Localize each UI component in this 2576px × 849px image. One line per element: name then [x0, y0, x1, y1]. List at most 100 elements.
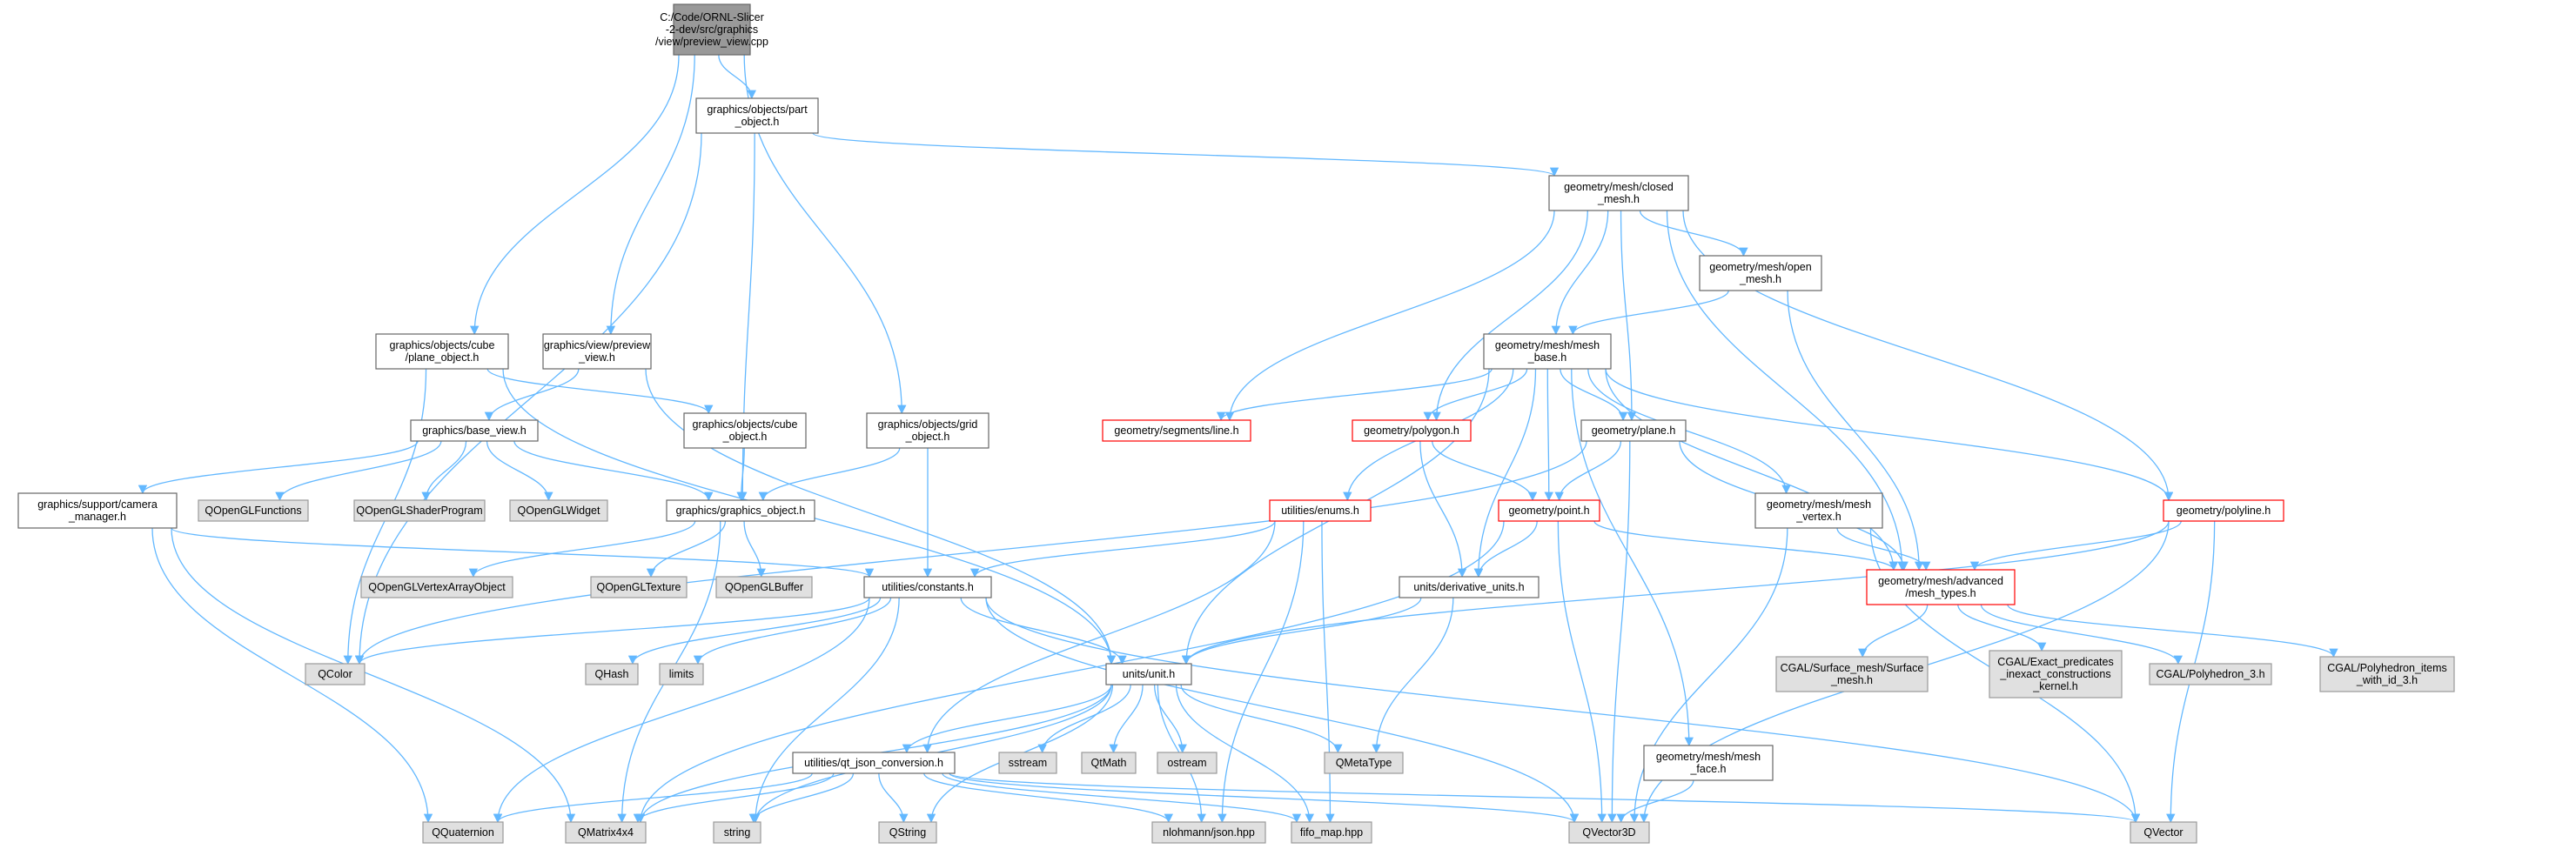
- node-label-line: geometry/mesh/open: [1709, 261, 1811, 273]
- node-mesh_base[interactable]: geometry/mesh/mesh_base.h: [1483, 333, 1612, 370]
- edge-closed_mesh-to-line: [1224, 210, 1555, 422]
- edge-qt_json-to-fifo_map: [942, 772, 1302, 824]
- node-line[interactable]: geometry/segments/line.h: [1102, 419, 1251, 442]
- node-open_mesh[interactable]: geometry/mesh/open_mesh.h: [1699, 255, 1822, 291]
- edge-camera_manager-to-constants: [171, 527, 874, 578]
- node-label-line: QColor: [318, 668, 352, 680]
- node-cube_plane[interactable]: graphics/objects/cube/plane_object.h: [375, 333, 509, 370]
- node-box: [410, 419, 539, 442]
- edge-plane-to-QColor: [354, 440, 1587, 665]
- node-mesh_vertex[interactable]: geometry/mesh/mesh_vertex.h: [1754, 492, 1883, 529]
- node-graphics_object[interactable]: graphics/graphics_object.h: [666, 499, 815, 522]
- node-label-line: graphics/base_view.h: [422, 424, 527, 437]
- node-unit[interactable]: units/unit.h: [1105, 663, 1192, 685]
- node-label-line: units/derivative_units.h: [1413, 581, 1524, 593]
- edge-mesh_base-to-polyline: [1605, 368, 2174, 502]
- node-label-line: graphics/support/camera: [37, 498, 158, 511]
- node-root[interactable]: C:/Code/ORNL-Slicer-2-dev/src/graphics/v…: [655, 3, 768, 56]
- node-mesh_face[interactable]: geometry/mesh/mesh_face.h: [1643, 745, 1774, 781]
- edge-point-to-QVector3D: [1557, 520, 1607, 824]
- node-label-line: QMetaType: [1336, 757, 1392, 769]
- node-cube_object[interactable]: graphics/objects/cube_object.h: [683, 412, 807, 449]
- edge-mesh_vertex-to-mesh_types: [1836, 527, 1931, 572]
- node-enums[interactable]: utilities/enums.h: [1269, 499, 1372, 522]
- node-camera_manager[interactable]: graphics/support/camera_manager.h: [17, 492, 178, 529]
- node-box: [542, 333, 652, 370]
- node-point[interactable]: geometry/point.h: [1498, 499, 1600, 522]
- node-box: [863, 576, 992, 598]
- node-label-line: fifo_map.hpp: [1300, 826, 1363, 839]
- node-polygon[interactable]: geometry/polygon.h: [1352, 419, 1472, 442]
- node-label-line: -2-dev/src/graphics: [666, 23, 758, 36]
- node-label-line: _face.h: [1689, 763, 1726, 775]
- node-box: [305, 663, 366, 685]
- node-box: [590, 576, 688, 598]
- node-label-line: geometry/segments/line.h: [1114, 424, 1238, 437]
- node-base_view[interactable]: graphics/base_view.h: [410, 419, 539, 442]
- node-closed_mesh[interactable]: geometry/mesh/closed_mesh.h: [1548, 175, 1689, 211]
- edge-mesh_base-to-mesh_face: [1571, 368, 1694, 747]
- node-label-line: graphics/objects/part: [707, 104, 808, 116]
- edge-plane-to-QVector3D: [1607, 440, 1631, 824]
- node-constants[interactable]: utilities/constants.h: [863, 576, 992, 598]
- node-label-line: CGAL/Exact_predicates: [1997, 656, 2113, 668]
- node-label-line: geometry/mesh/mesh: [1767, 498, 1871, 511]
- edge-mesh_base-to-derivative_units: [1473, 368, 1537, 578]
- edge-mesh_base-to-line: [1217, 368, 1493, 422]
- node-box: [375, 333, 509, 370]
- node-label-line: graphics/graphics_object.h: [676, 505, 806, 517]
- node-sstream: sstream: [998, 752, 1057, 774]
- node-QQuaternion: QQuaternion: [422, 821, 504, 844]
- node-mesh_types[interactable]: geometry/mesh/advanced/mesh_types.h: [1866, 569, 2016, 605]
- edge-closed_mesh-to-mesh_types: [1666, 210, 1907, 572]
- node-label-line: geometry/polyline.h: [2177, 505, 2271, 517]
- node-plane[interactable]: geometry/plane.h: [1580, 419, 1687, 442]
- node-box: [1580, 419, 1687, 442]
- edge-mesh_base-to-plane: [1560, 368, 1628, 422]
- node-label-line: CGAL/Surface_mesh/Surface: [1781, 662, 1924, 674]
- node-label-line: QOpenGLTexture: [596, 581, 681, 593]
- node-part_object[interactable]: graphics/objects/part_object.h: [695, 97, 819, 134]
- edge-base_view-to-camera_manager: [138, 440, 419, 495]
- edge-closed_mesh-to-polygon: [1432, 210, 1588, 422]
- node-QOpenGLShaderProgram: QOpenGLShaderProgram: [353, 499, 486, 522]
- node-label-line: graphics/view/preview: [544, 339, 651, 351]
- node-label-line: geometry/polygon.h: [1364, 424, 1459, 437]
- node-preview_view_h[interactable]: graphics/view/preview_view.h: [542, 333, 652, 370]
- edge-constants-to-QColor: [354, 597, 870, 665]
- edge-enums-to-qt_json: [922, 520, 1276, 754]
- node-box: [17, 492, 178, 529]
- node-box: [866, 412, 989, 449]
- node-box: [1548, 175, 1689, 211]
- node-box: [2130, 821, 2197, 844]
- node-box: [585, 663, 639, 685]
- node-box: [565, 821, 647, 844]
- node-label-line: /view/preview_view.cpp: [655, 36, 768, 48]
- edge-graphics_object-to-QOpenGLVertexArrayObject: [468, 520, 696, 578]
- node-qt_json[interactable]: utilities/qt_json_conversion.h: [792, 752, 956, 774]
- node-derivative_units[interactable]: units/derivative_units.h: [1399, 576, 1540, 598]
- node-label-line: _object.h: [735, 116, 780, 128]
- edge-mesh_types-to-polyhedron_items: [2007, 604, 2338, 658]
- node-box: [1483, 333, 1612, 370]
- edge-polygon-to-point: [1432, 440, 1538, 502]
- node-label-line: _manager.h: [68, 511, 126, 523]
- node-label-line: _with_id_3.h: [2356, 674, 2418, 686]
- node-box: [666, 499, 815, 522]
- edge-mesh_face-to-QVector3D: [1616, 779, 1694, 824]
- node-box: [715, 576, 813, 598]
- node-QMetaType: QMetaType: [1324, 752, 1404, 774]
- edge-base_view-to-graphics_object: [513, 440, 714, 502]
- node-polyline[interactable]: geometry/polyline.h: [2163, 499, 2284, 522]
- edge-constants-to-unit: [960, 597, 1127, 665]
- edge-constants-to-QVector3D: [985, 597, 1580, 824]
- node-box: [1775, 656, 1929, 692]
- node-grid_object[interactable]: graphics/objects/grid_object.h: [866, 412, 989, 449]
- node-label-line: utilities/enums.h: [1281, 505, 1359, 517]
- node-box: [2319, 656, 2455, 692]
- edge-plane-to-point: [1554, 440, 1622, 502]
- node-box: [198, 499, 309, 522]
- edge-open_mesh-to-mesh_base: [1568, 290, 1729, 336]
- node-surface_mesh: CGAL/Surface_mesh/Surface_mesh.h: [1775, 656, 1929, 692]
